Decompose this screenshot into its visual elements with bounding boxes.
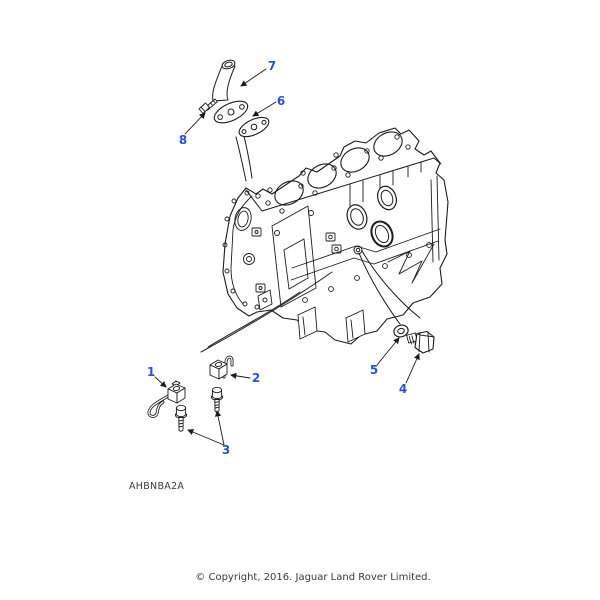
mounting-feet [257,289,366,343]
leader-3b [215,410,225,446]
drain-boss [353,245,363,255]
leader-7 [240,68,267,87]
leader-4 [405,353,420,384]
tube-lower-run [235,131,253,182]
flywheel-end-face [222,190,266,310]
pointer-curve-to-washer [358,252,401,325]
deck-bolt-holes [255,134,411,214]
leader-1 [154,376,167,388]
pointer-curve-to-clips-a [200,271,333,353]
part-1-clip [147,380,186,418]
callout-label-3: 3 [221,443,231,457]
callout-label-5: 5 [369,363,379,377]
leader-3a [187,429,225,446]
figure-code: AHBNBA2A [129,481,185,492]
leader-5 [376,337,400,366]
part-6-gasket [238,116,270,138]
part-2-clip [209,355,234,380]
callout-label-8: 8 [178,133,188,147]
copyright-text: © Copyright, 2016. Jaguar Land Rover Lim… [195,572,431,583]
pointer-curves [200,250,421,353]
callout-label-1: 1 [146,365,156,379]
part-5-washer [393,324,409,338]
part-4-drain-plug [406,330,435,354]
callout-label-6: 6 [276,94,286,108]
pointer-curve-to-plug [361,250,421,319]
part-8-bolt [198,98,218,114]
deck-edge [245,157,442,212]
pointer-curve-to-clips-b [207,291,301,348]
callout-label-7: 7 [267,59,277,73]
leader-8 [184,112,206,135]
leader-6 [252,101,277,117]
callout-label-4: 4 [398,382,408,396]
part-3-bolt-left [174,404,188,432]
leader-2 [230,372,251,379]
side-towers-and-ports [325,161,422,255]
part-3-bolt-right [210,386,224,413]
callout-leader-lines [154,68,420,446]
crankcase-front-panel [271,205,317,308]
engine-block-illustration [222,127,449,345]
callout-label-2: 2 [251,371,261,385]
lower-crankcase-detail [290,175,441,303]
part-7-oil-tube [212,59,253,182]
